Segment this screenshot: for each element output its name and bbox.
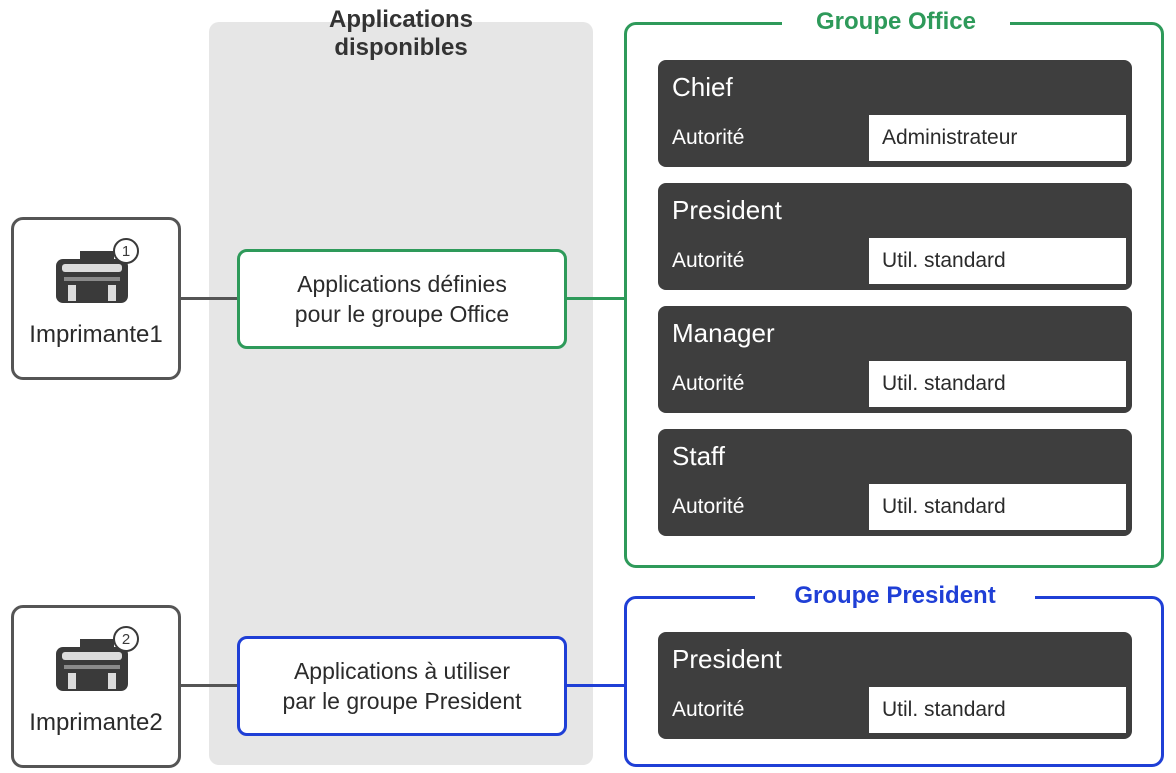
printer-icon: 2 xyxy=(56,626,139,691)
printer-label: Imprimante1 xyxy=(29,321,163,348)
user-name: Staff xyxy=(672,441,726,471)
user-name: President xyxy=(672,644,782,674)
user-card-president-group: President Autorité Util. standard xyxy=(658,632,1132,739)
printer-1: 1 Imprimante1 xyxy=(11,217,181,380)
role-value: Administrateur xyxy=(869,115,1126,161)
role-value: Util. standard xyxy=(869,361,1126,407)
role-value: Util. standard xyxy=(869,687,1126,733)
user-name: President xyxy=(672,195,782,225)
user-name: Chief xyxy=(672,72,733,102)
printer-icon: 1 xyxy=(56,238,139,303)
connector-printer1-apps xyxy=(180,297,238,300)
connector-printer2-apps xyxy=(180,684,238,687)
user-role-row: Autorité Util. standard xyxy=(658,484,1132,530)
user-role-row: Autorité Util. standard xyxy=(658,361,1132,407)
role-label: Autorité xyxy=(672,249,745,272)
number-badge-icon xyxy=(113,238,139,264)
svg-text:1: 1 xyxy=(122,243,130,260)
user-card-president: President Autorité Util. standard xyxy=(658,183,1132,290)
role-label: Autorité xyxy=(672,126,745,149)
apps-president-box: Applications à utiliser par le groupe Pr… xyxy=(237,636,567,736)
user-card-chief: Chief Autorité Administrateur xyxy=(658,60,1132,167)
role-value: Util. standard xyxy=(869,238,1126,284)
connector-apps-president xyxy=(566,684,626,687)
user-card-staff: Staff Autorité Util. standard xyxy=(658,429,1132,536)
user-card-manager: Manager Autorité Util. standard xyxy=(658,306,1132,413)
available-apps-title: Applications disponibles xyxy=(328,6,473,61)
user-name: Manager xyxy=(672,318,775,348)
role-label: Autorité xyxy=(672,495,745,518)
role-label: Autorité xyxy=(672,372,745,395)
apps-office-box: Applications définies pour le groupe Off… xyxy=(237,249,567,349)
number-badge-icon xyxy=(113,626,139,652)
group-office-title: Groupe Office xyxy=(782,8,1010,36)
user-role-row: Autorité Util. standard xyxy=(658,687,1132,733)
svg-text:2: 2 xyxy=(122,631,130,648)
printer-2: 2 Imprimante2 xyxy=(11,605,181,768)
user-role-row: Autorité Administrateur xyxy=(658,115,1132,161)
role-label: Autorité xyxy=(672,698,745,721)
connector-apps-office xyxy=(566,297,626,300)
group-president-title: Groupe President xyxy=(755,582,1035,610)
role-value: Util. standard xyxy=(869,484,1126,530)
printer-label: Imprimante2 xyxy=(29,709,163,736)
user-role-row: Autorité Util. standard xyxy=(658,238,1132,284)
